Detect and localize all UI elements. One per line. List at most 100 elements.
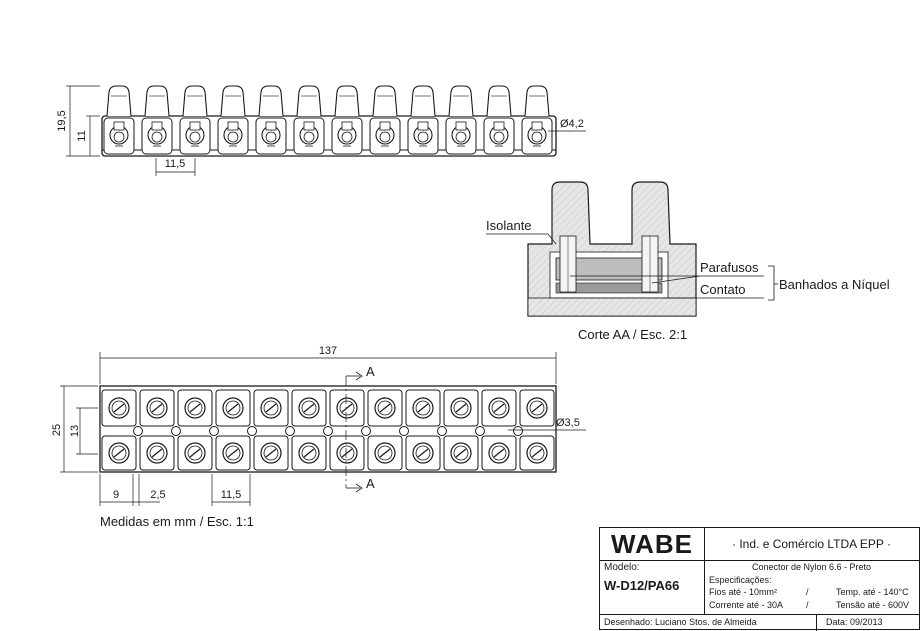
dim-top-hole: Ø4,2 (560, 118, 584, 130)
screw-head (379, 121, 391, 131)
mounting-hole (361, 426, 371, 436)
terminal-pair (519, 389, 555, 471)
section-mark-bottom: A (366, 476, 375, 491)
mounting-hole (437, 426, 447, 436)
screw-slot (265, 403, 277, 413)
screw-circle (531, 131, 543, 143)
screw-slot (303, 448, 315, 458)
tower-cap (448, 85, 474, 117)
model-label: Modelo: (604, 562, 640, 573)
spec-wires: Fios até - 10mm² (709, 587, 778, 597)
terminal-tower (103, 85, 135, 155)
screw-circle (303, 131, 315, 143)
tower-cap (106, 85, 132, 117)
label-isolante: Isolante (486, 218, 532, 233)
screw-slot (189, 448, 201, 458)
screw-head (151, 121, 163, 131)
section-caption: Corte AA / Esc. 2:1 (578, 327, 687, 342)
screw-head (455, 121, 467, 131)
tower-cap (524, 85, 550, 117)
spec-separator-1: / (806, 587, 809, 597)
screw-slot (455, 448, 467, 458)
terminal-tower (369, 85, 401, 155)
title-block: WABE · Ind. e Comércio LTDA EPP · Modelo… (599, 527, 920, 631)
screw-circle (113, 131, 125, 143)
spec-temperature: Temp. até - 140°C (836, 587, 909, 597)
screw-slot (265, 448, 277, 458)
screw-slot (151, 448, 163, 458)
screw-head (189, 121, 201, 131)
screw-head (417, 121, 429, 131)
terminal-pair (367, 389, 409, 471)
tower-cap (486, 85, 512, 117)
terminal-pair (101, 389, 143, 471)
section-mark-top: A (366, 364, 375, 379)
mounting-hole (399, 426, 409, 436)
model-value: W-D12/PA66 (604, 578, 680, 593)
mounting-hole (209, 426, 219, 436)
dim-plan-gap: 2,5 (150, 489, 165, 501)
screw-head (265, 121, 277, 131)
mounting-hole (475, 426, 485, 436)
dim-height-body: 11 (76, 130, 88, 141)
tower-cap (334, 85, 360, 117)
mounting-hole (323, 426, 333, 436)
screw-slot (493, 448, 505, 458)
screw-slot (379, 448, 391, 458)
screw-slot (531, 448, 543, 458)
mounting-hole (171, 426, 181, 436)
terminal-pair (329, 389, 371, 471)
screw-circle (379, 131, 391, 143)
section-view: Isolante Parafusos Contato Banhados a Ní… (486, 181, 890, 342)
terminal-pair (405, 389, 447, 471)
screw-slot (227, 403, 239, 413)
screw-circle (227, 131, 239, 143)
terminal-pair (481, 389, 523, 471)
dim-plan-pitch: 11,5 (221, 489, 242, 501)
spec-separator-2: / (806, 600, 809, 610)
screw-head (303, 121, 315, 131)
terminal-pair (443, 389, 485, 471)
tower-cap (144, 85, 170, 117)
spec-current: Corrente até - 30A (709, 600, 784, 610)
screw-slot (417, 403, 429, 413)
tower-cap (296, 85, 322, 117)
specs-label: Especificações: (709, 575, 772, 585)
screw-slot (531, 403, 543, 413)
designer: Desenhado: Luciano Stos. de Almeida (604, 617, 757, 627)
terminal-pair (291, 389, 333, 471)
terminal-tower (293, 85, 325, 155)
label-contato: Contato (700, 282, 746, 297)
tower-cap (372, 85, 398, 117)
screw-circle (417, 131, 429, 143)
screw-slot (493, 403, 505, 413)
top-view-towers (103, 85, 553, 155)
screw-slot (227, 448, 239, 458)
dim-plan-length: 137 (319, 345, 337, 357)
plan-terminals (101, 389, 555, 471)
tower-cap (410, 85, 436, 117)
label-parafusos: Parafusos (700, 260, 759, 275)
tower-cap (182, 85, 208, 117)
terminal-tower (331, 85, 363, 155)
screw-head (493, 121, 505, 131)
screw-circle (493, 131, 505, 143)
screw-head (531, 121, 543, 131)
screw-slot (189, 403, 201, 413)
screw-circle (455, 131, 467, 143)
product-description: Conector de Nylon 6.6 - Preto (751, 562, 872, 572)
dim-height-total: 19,5 (56, 110, 68, 131)
terminal-pair (215, 389, 257, 471)
terminal-tower (255, 85, 287, 155)
screw-head (341, 121, 353, 131)
terminal-tower (521, 85, 553, 155)
terminal-tower (217, 85, 249, 155)
dim-plan-edge: 9 (113, 489, 119, 501)
screw-circle (265, 131, 277, 143)
dim-top-pitch: 11,5 (165, 158, 186, 170)
mounting-hole (247, 426, 257, 436)
company-name: · Ind. e Comércio LTDA EPP · (732, 537, 891, 551)
mounting-hole (513, 426, 523, 436)
screw-head (227, 121, 239, 131)
terminal-pair (253, 389, 295, 471)
